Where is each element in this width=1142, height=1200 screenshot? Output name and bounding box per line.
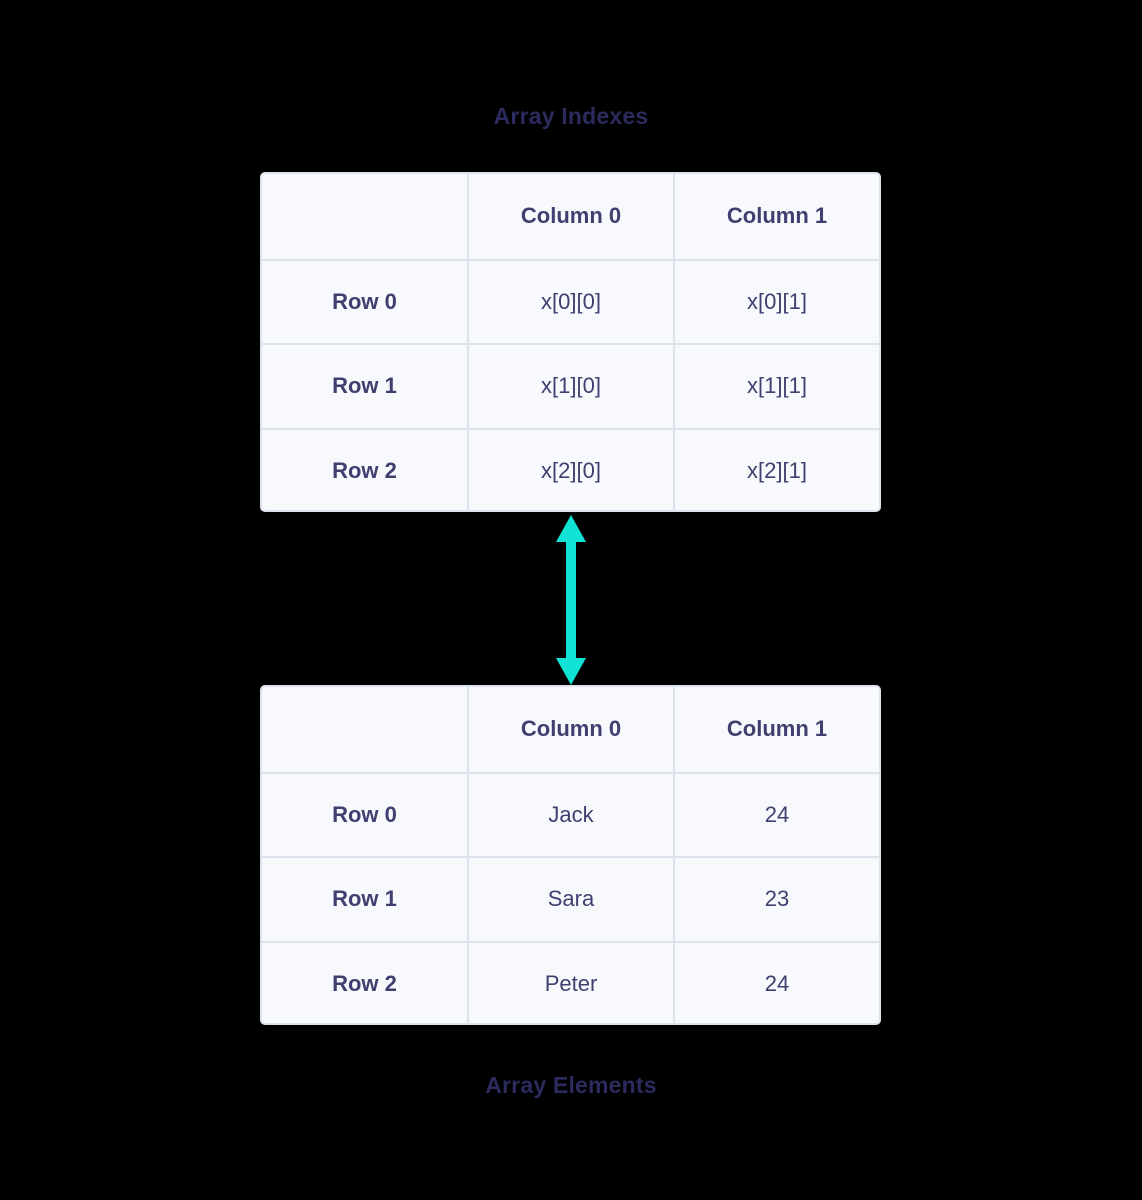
row-1-column-0-cell: Sara [467, 858, 673, 941]
table-header-row: Column 0 Column 1 [262, 174, 879, 259]
table-row: Row 1 x[1][0] x[1][1] [262, 343, 879, 428]
array-elements-table: Column 0 Column 1 Row 0 Jack 24 Row 1 Sa… [260, 685, 881, 1025]
header-column-0: Column 0 [467, 174, 673, 259]
table-row: Row 2 x[2][0] x[2][1] [262, 427, 879, 510]
row-label: Row 1 [332, 373, 397, 399]
row-label: Row 0 [332, 801, 397, 827]
header-column-1: Column 1 [673, 174, 879, 259]
table-header-row: Column 0 Column 1 [262, 687, 879, 772]
page-title-array-elements: Array Elements [485, 1072, 657, 1098]
row-0-column-1-cell: 24 [673, 773, 879, 856]
row-label: Row 0 [332, 288, 397, 314]
row-0-column-1-cell: x[0][1] [673, 260, 879, 343]
row-0-column-0-cell: Jack [467, 773, 673, 856]
row-2-column-1-cell: x[2][1] [673, 429, 879, 510]
table-row: Row 0 x[0][0] x[0][1] [262, 258, 879, 343]
row-1-column-0-cell: x[1][0] [467, 345, 673, 428]
row-2-column-0-cell: Peter [467, 942, 673, 1023]
row-label: Row 2 [332, 457, 397, 483]
row-0-column-0-cell: x[0][0] [467, 260, 673, 343]
row-1-column-1-cell: x[1][1] [673, 345, 879, 428]
row-1-column-1-cell: 23 [673, 858, 879, 941]
header-corner-cell [262, 174, 467, 259]
row-label: Row 2 [332, 970, 397, 996]
header-column-1: Column 1 [673, 687, 879, 772]
header-corner-cell [262, 687, 467, 772]
row-2-column-0-cell: x[2][0] [467, 429, 673, 510]
table-row: Row 2 Peter 24 [262, 940, 879, 1023]
table-row: Row 1 Sara 23 [262, 856, 879, 941]
double-headed-arrow-icon [556, 515, 586, 685]
header-column-0: Column 0 [467, 687, 673, 772]
page-title-array-indexes: Array Indexes [493, 103, 649, 129]
row-label: Row 1 [332, 886, 397, 912]
array-indexes-table: Column 0 Column 1 Row 0 x[0][0] x[0][1] … [260, 172, 881, 512]
row-2-column-1-cell: 24 [673, 942, 879, 1023]
table-row: Row 0 Jack 24 [262, 771, 879, 856]
